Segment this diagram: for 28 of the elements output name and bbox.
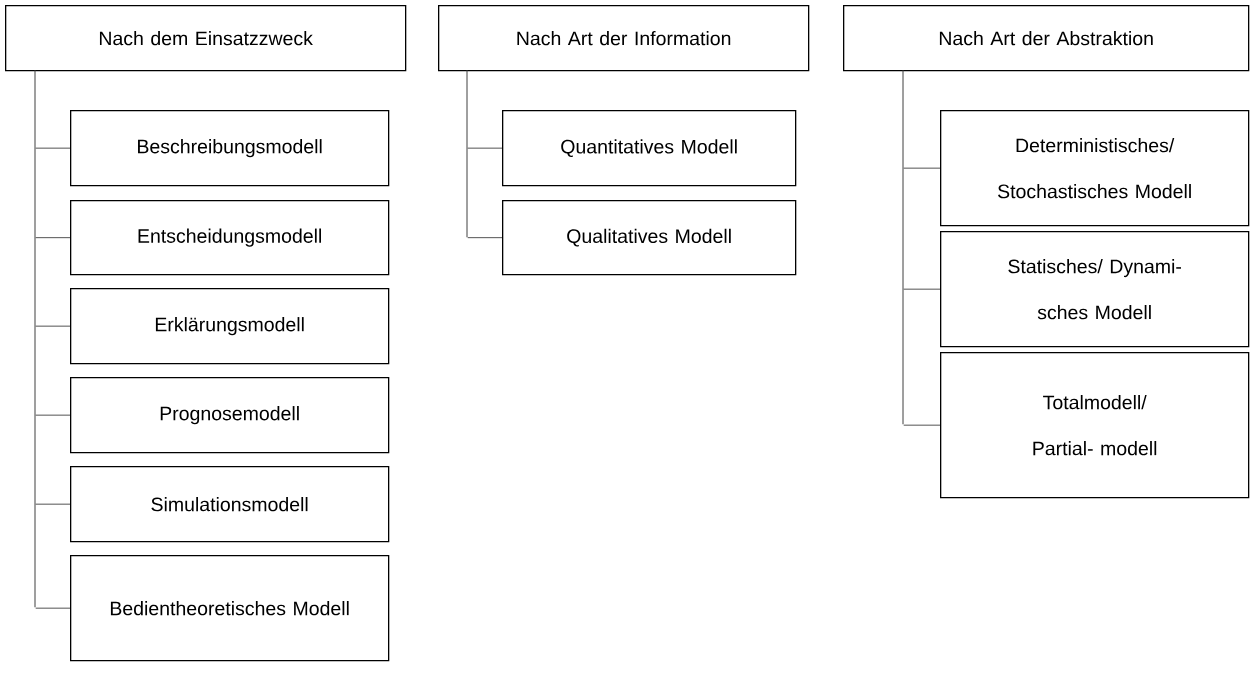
model-box: Deterministisches/ Stochastisches Modell bbox=[940, 110, 1250, 227]
model-box: Statisches/ Dynami- sches Modell bbox=[940, 231, 1250, 348]
tree-connector bbox=[467, 147, 503, 149]
tree-connector bbox=[903, 288, 941, 290]
tree-connector bbox=[35, 325, 71, 327]
tree-trunk-line bbox=[902, 70, 904, 425]
category-box: Nach Art der Information bbox=[438, 5, 810, 72]
tree-connector bbox=[903, 424, 941, 426]
tree-trunk-line bbox=[34, 70, 36, 608]
model-box: Entscheidungsmodell bbox=[70, 200, 390, 276]
model-box: Quantitatives Modell bbox=[502, 110, 797, 187]
model-box: Prognosemodell bbox=[70, 377, 390, 454]
model-box: Qualitatives Modell bbox=[502, 200, 797, 276]
tree-connector bbox=[35, 237, 71, 239]
model-box: Bedientheoretisches Modell bbox=[70, 555, 390, 662]
tree-connector bbox=[35, 607, 71, 609]
category-box: Nach Art der Abstraktion bbox=[843, 5, 1250, 72]
tree-connector bbox=[35, 147, 71, 149]
model-box: Simulationsmodell bbox=[70, 466, 390, 543]
model-box: Beschreibungsmodell bbox=[70, 110, 390, 187]
tree-connector bbox=[467, 237, 503, 239]
tree-connector bbox=[35, 414, 71, 416]
tree-connector bbox=[903, 167, 941, 169]
tree-trunk-line bbox=[466, 70, 468, 238]
model-box: Erklärungsmodell bbox=[70, 288, 390, 365]
model-box: Totalmodell/ Partial- modell bbox=[940, 352, 1250, 499]
category-box: Nach dem Einsatzzweck bbox=[5, 5, 407, 72]
tree-connector bbox=[35, 503, 71, 505]
